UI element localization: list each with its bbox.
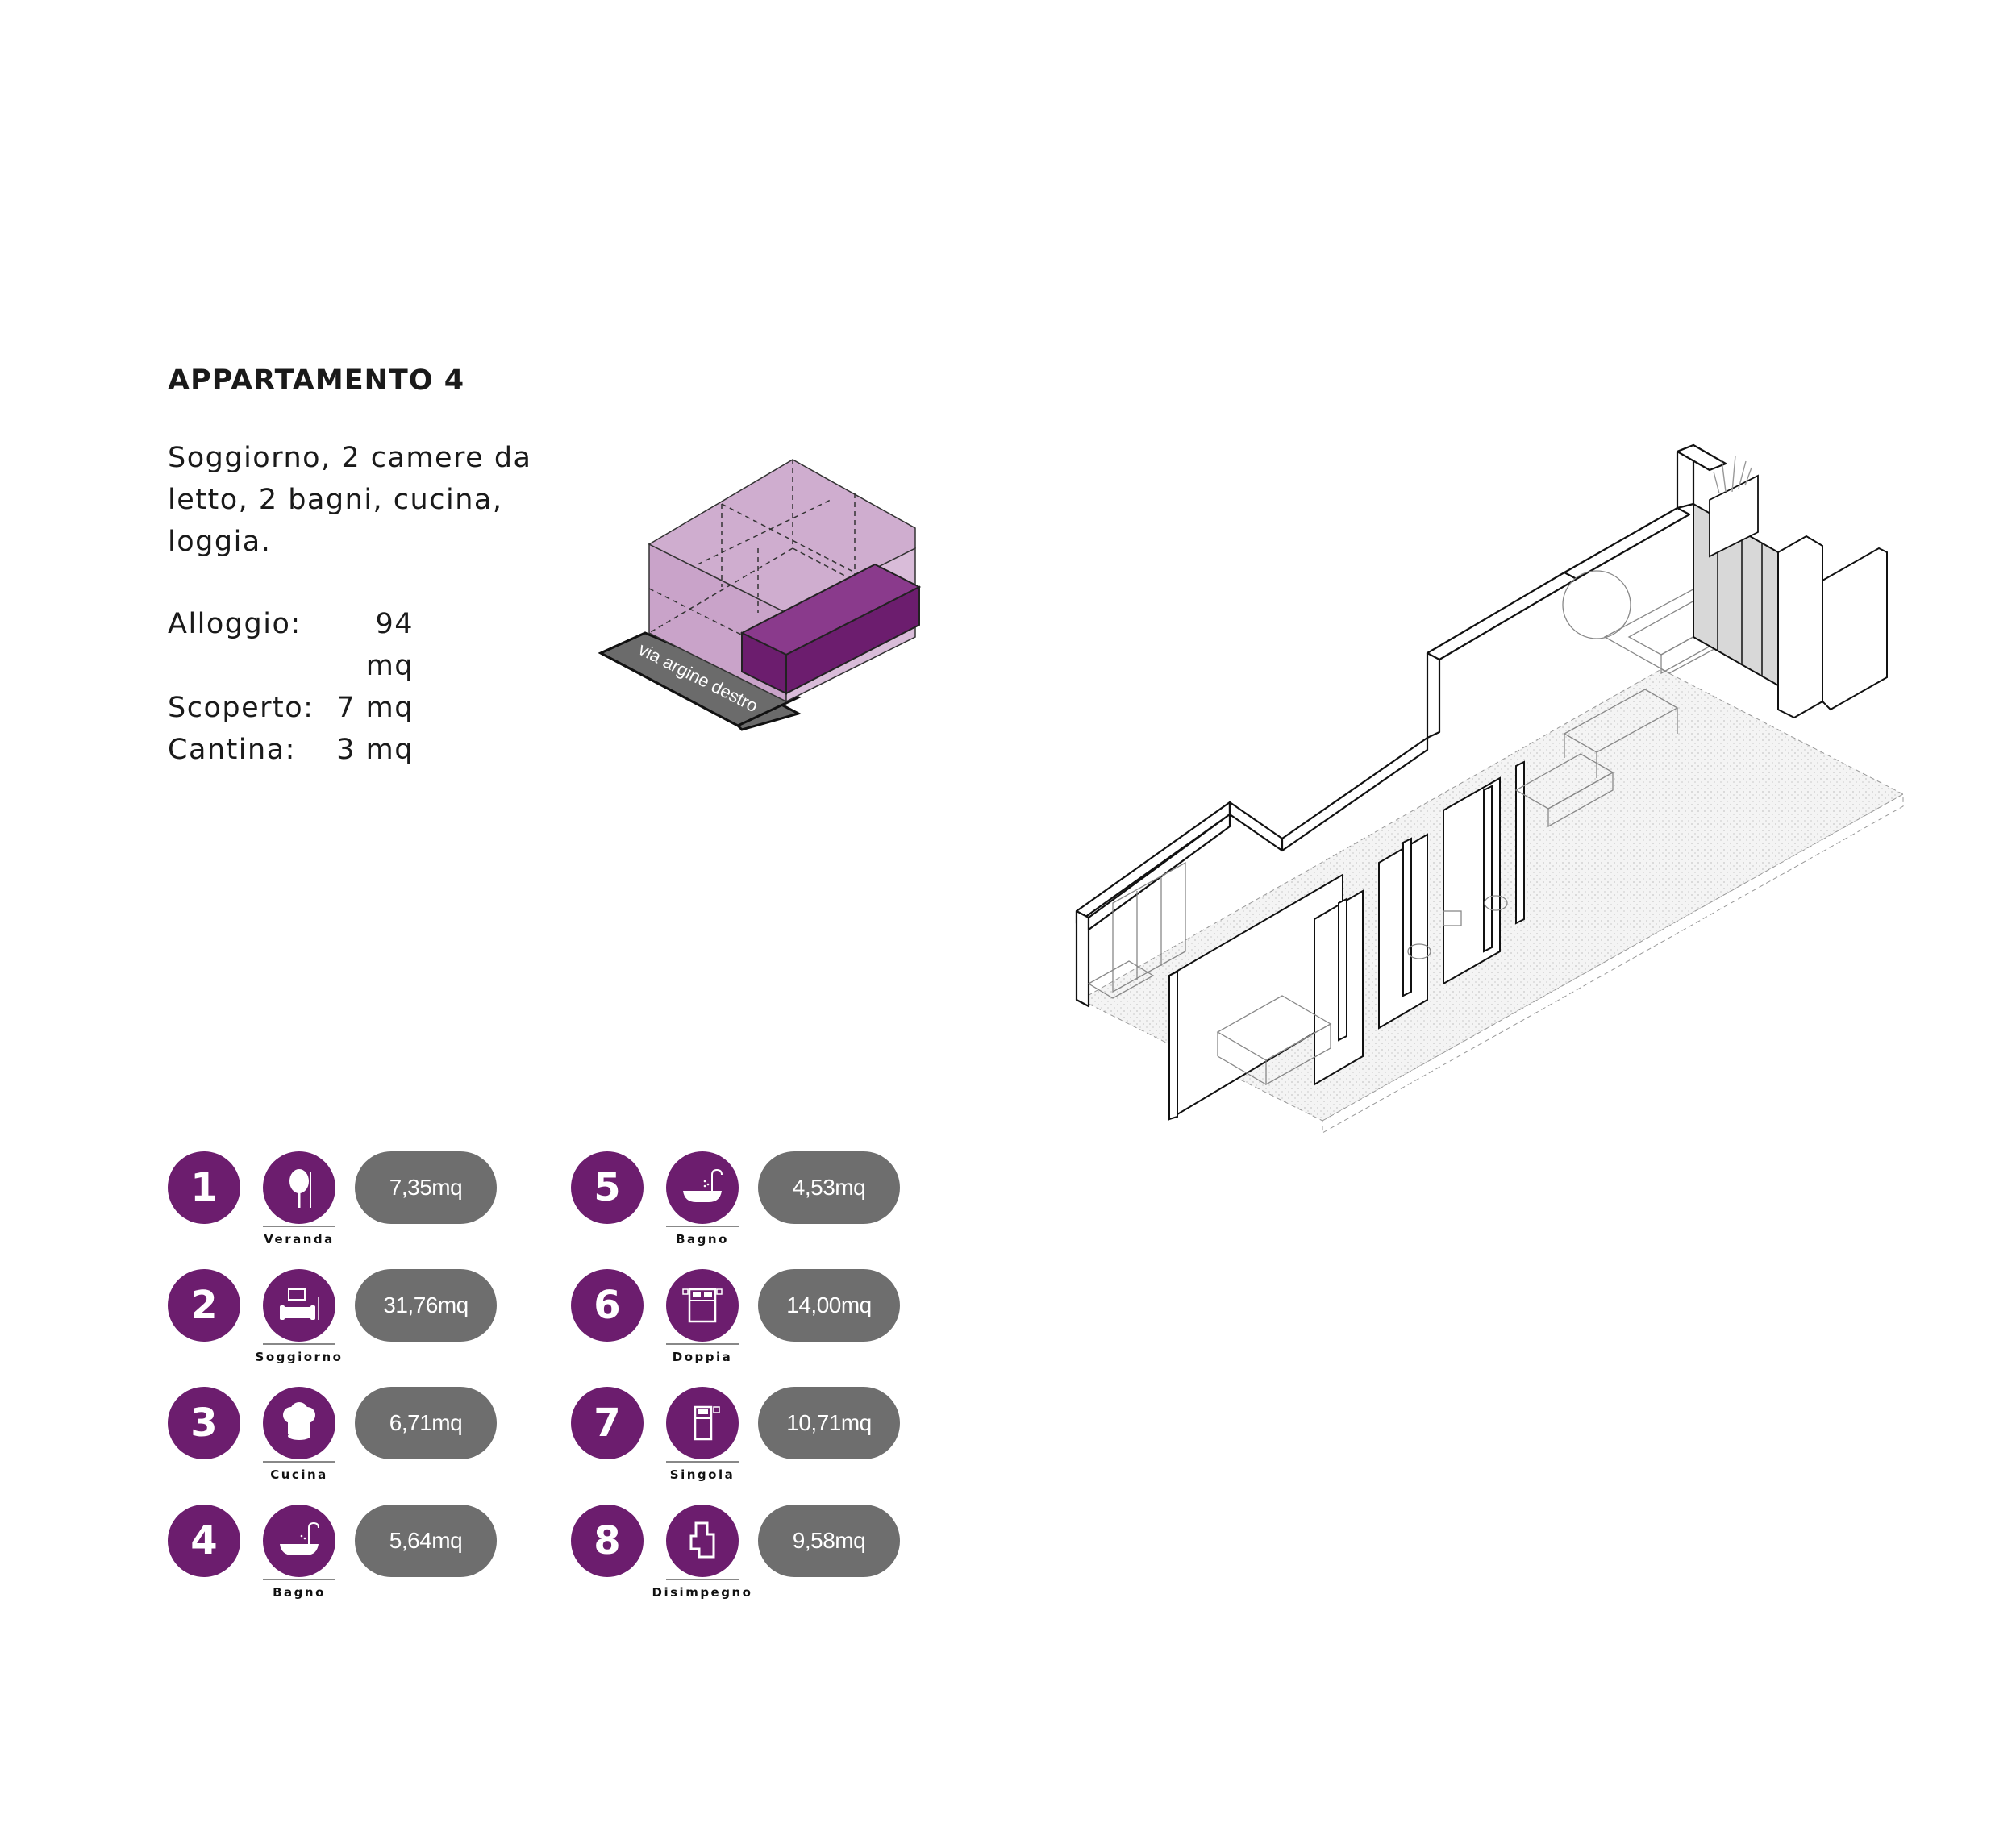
area-row-alloggio: Alloggio: 94 mq — [168, 603, 414, 687]
area-label: Cantina: — [168, 734, 296, 766]
partitions — [1168, 760, 1525, 1121]
room-number: 1 — [168, 1151, 240, 1224]
icon-divider — [263, 1461, 335, 1463]
room-area-badge: 7,35mq — [355, 1151, 497, 1224]
veranda-glazing — [1693, 474, 1888, 719]
room-number: 6 — [571, 1269, 644, 1342]
icon-divider — [666, 1579, 739, 1580]
plants — [1713, 455, 1752, 494]
area-summary: Alloggio: 94 mq Scoperto: 7 mq Cantina: … — [168, 603, 414, 771]
room-area-badge: 9,58mq — [758, 1505, 900, 1577]
area-value: 7 mq — [336, 692, 414, 724]
tree-icon — [263, 1151, 335, 1224]
single-bed-icon — [666, 1387, 739, 1459]
room-number: 2 — [168, 1269, 240, 1342]
room-number: 3 — [168, 1387, 240, 1459]
room-area-badge: 4,53mq — [758, 1151, 900, 1224]
icon-divider — [666, 1461, 739, 1463]
legend-item-veranda: 1 Veranda 7,35mq — [168, 1151, 547, 1256]
legend-item-bagno-2: 5 Bagno 4,53mq — [571, 1151, 950, 1256]
room-label: Soggiorno — [255, 1350, 344, 1364]
floor-edge — [1322, 793, 1904, 1134]
legend-item-disimpegno: 8 Disimpegno 9,58mq — [571, 1505, 950, 1609]
room-area-badge: 10,71mq — [758, 1387, 900, 1459]
area-label: Scoperto: — [168, 692, 314, 724]
street-strip-face — [598, 631, 802, 727]
area-value: 94 mq — [365, 608, 414, 682]
walls — [1075, 443, 1727, 1008]
bathtub-icon — [263, 1505, 335, 1577]
room-label: Disimpegno — [652, 1585, 753, 1600]
sofa-icon — [263, 1269, 335, 1342]
room-number: 4 — [168, 1505, 240, 1577]
legend-item-soggiorno: 2 Soggiorno 31,76mq — [168, 1269, 547, 1374]
room-number: 7 — [571, 1387, 644, 1459]
icon-divider — [666, 1343, 739, 1345]
volume-top-face — [648, 459, 916, 614]
page-title: APPARTAMENTO 4 — [168, 364, 465, 397]
room-legend: 1 Veranda 7,35mq 2 Soggiorno 31,76mq 3 C… — [168, 1151, 942, 1603]
room-label: Bagno — [273, 1585, 326, 1600]
apartment-unit-right — [785, 585, 920, 695]
bathtub-icon — [666, 1151, 739, 1224]
corridor-plan-icon — [666, 1505, 739, 1577]
legend-item-doppia: 6 Doppia 14,00mq — [571, 1269, 950, 1374]
room-number: 8 — [571, 1505, 644, 1577]
room-label: Singola — [669, 1467, 735, 1482]
area-value: 3 mq — [336, 734, 414, 766]
apartment-axonometric-drawing — [1075, 443, 1905, 1134]
room-label: Veranda — [264, 1232, 335, 1247]
room-area-badge: 5,64mq — [355, 1505, 497, 1577]
legend-item-cucina: 3 Cucina 6,71mq — [168, 1387, 547, 1492]
room-area-badge: 31,76mq — [355, 1269, 497, 1342]
building-massing-diagram: via argine destro — [598, 459, 922, 731]
area-label: Alloggio: — [168, 608, 302, 640]
area-row-scoperto: Scoperto: 7 mq — [168, 687, 414, 729]
legend-item-bagno-1: 4 Bagno 5,64mq — [168, 1505, 547, 1609]
area-row-cantina: Cantina: 3 mq — [168, 729, 414, 771]
room-number: 5 — [571, 1151, 644, 1224]
icon-divider — [263, 1343, 335, 1345]
icon-divider — [263, 1226, 335, 1227]
legend-item-singola: 7 Singola 10,71mq — [571, 1387, 950, 1492]
room-label: Cucina — [270, 1467, 328, 1482]
icon-divider — [263, 1579, 335, 1580]
room-label: Doppia — [672, 1350, 733, 1364]
chef-hat-icon — [263, 1387, 335, 1459]
room-label: Bagno — [676, 1232, 729, 1247]
apartment-description: Soggiorno, 2 camere da letto, 2 bagni, c… — [168, 442, 532, 558]
icon-divider — [666, 1226, 739, 1227]
room-area-badge: 14,00mq — [758, 1269, 900, 1342]
double-bed-icon — [666, 1269, 739, 1342]
room-area-badge: 6,71mq — [355, 1387, 497, 1459]
